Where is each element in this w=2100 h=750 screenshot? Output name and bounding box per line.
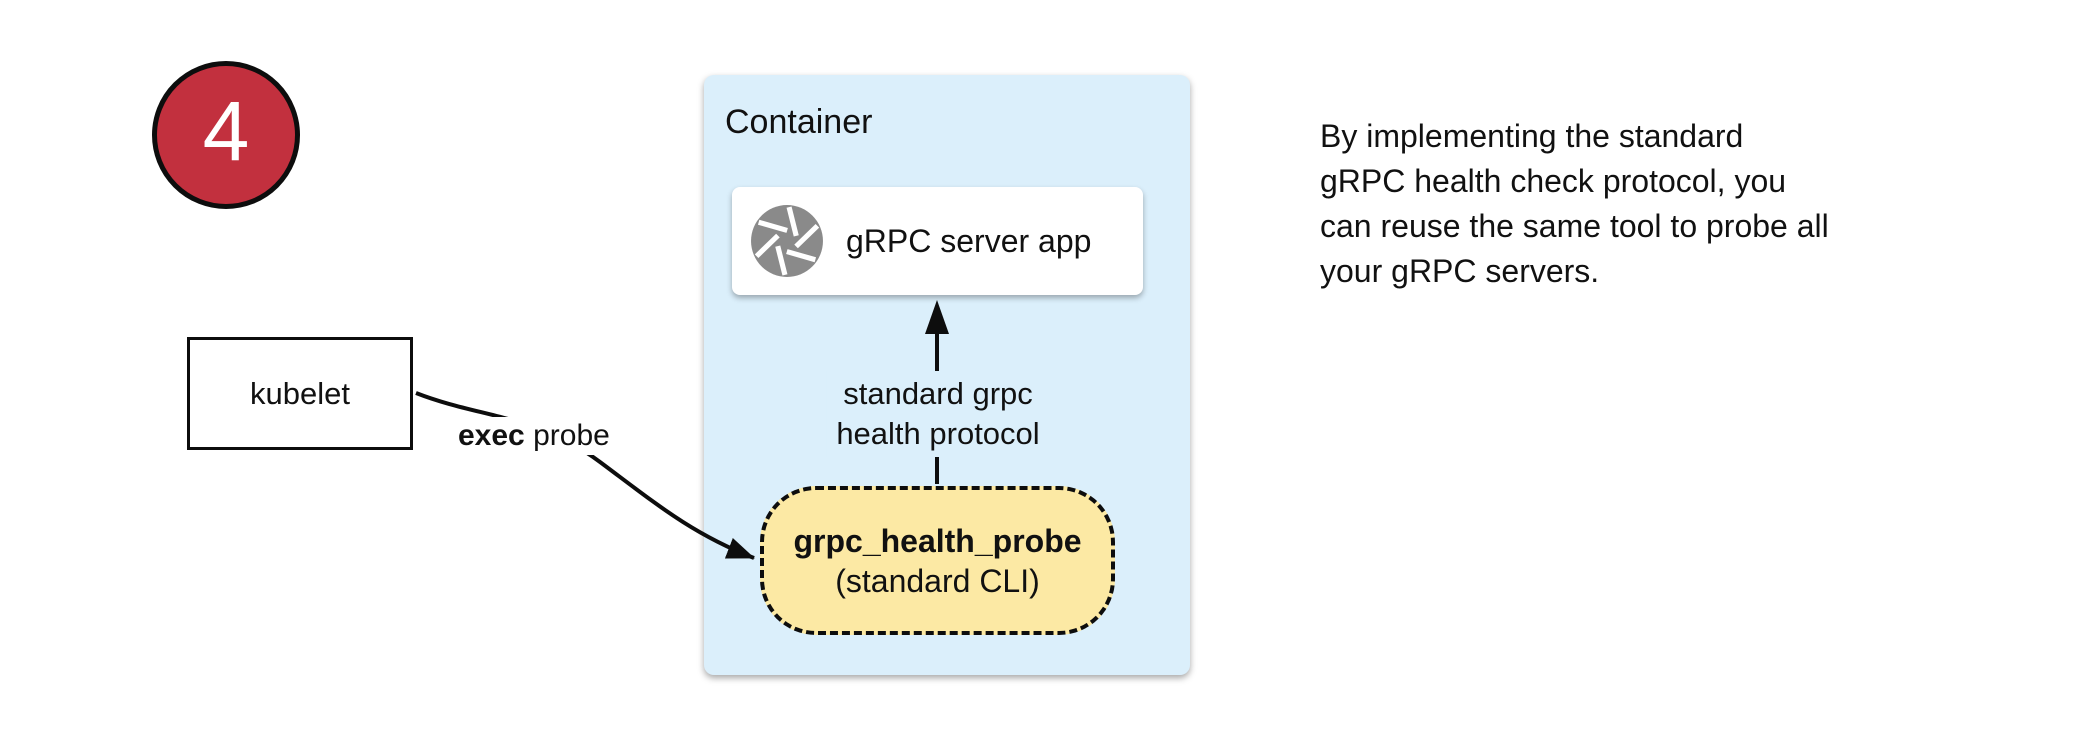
kubelet-box: kubelet (187, 337, 413, 450)
protocol-label-line2: health protocol (836, 416, 1040, 451)
container-title: Container (725, 103, 873, 141)
container-box: Container gRPC server app (704, 75, 1190, 675)
probe-pill-title: grpc_health_probe (793, 522, 1082, 559)
grpc-server-box: gRPC server app (732, 187, 1143, 295)
note-line: can reuse the same tool to probe all (1320, 208, 1829, 244)
protocol-label: standard grpc health protocol (826, 371, 1050, 457)
exec-probe-label: exec probe (452, 417, 616, 455)
probe-pill: grpc_health_probe (standard CLI) (760, 486, 1115, 635)
step-badge: 4 (152, 61, 300, 209)
aperture-icon (750, 204, 824, 278)
note-line: gRPC health check protocol, you (1320, 163, 1787, 199)
kubelet-label: kubelet (250, 375, 350, 411)
exec-probe-label-rest: probe (524, 419, 610, 452)
grpc-server-label: gRPC server app (846, 222, 1092, 259)
exec-probe-label-bold: exec (458, 419, 525, 452)
note-line: By implementing the standard (1320, 118, 1744, 154)
note-line: your gRPC servers. (1320, 253, 1600, 289)
probe-pill-subtitle: (standard CLI) (835, 562, 1040, 599)
protocol-label-line1: standard grpc (843, 376, 1033, 411)
note-text: By implementing the standard gRPC health… (1320, 114, 1829, 294)
step-badge-number: 4 (202, 84, 250, 178)
